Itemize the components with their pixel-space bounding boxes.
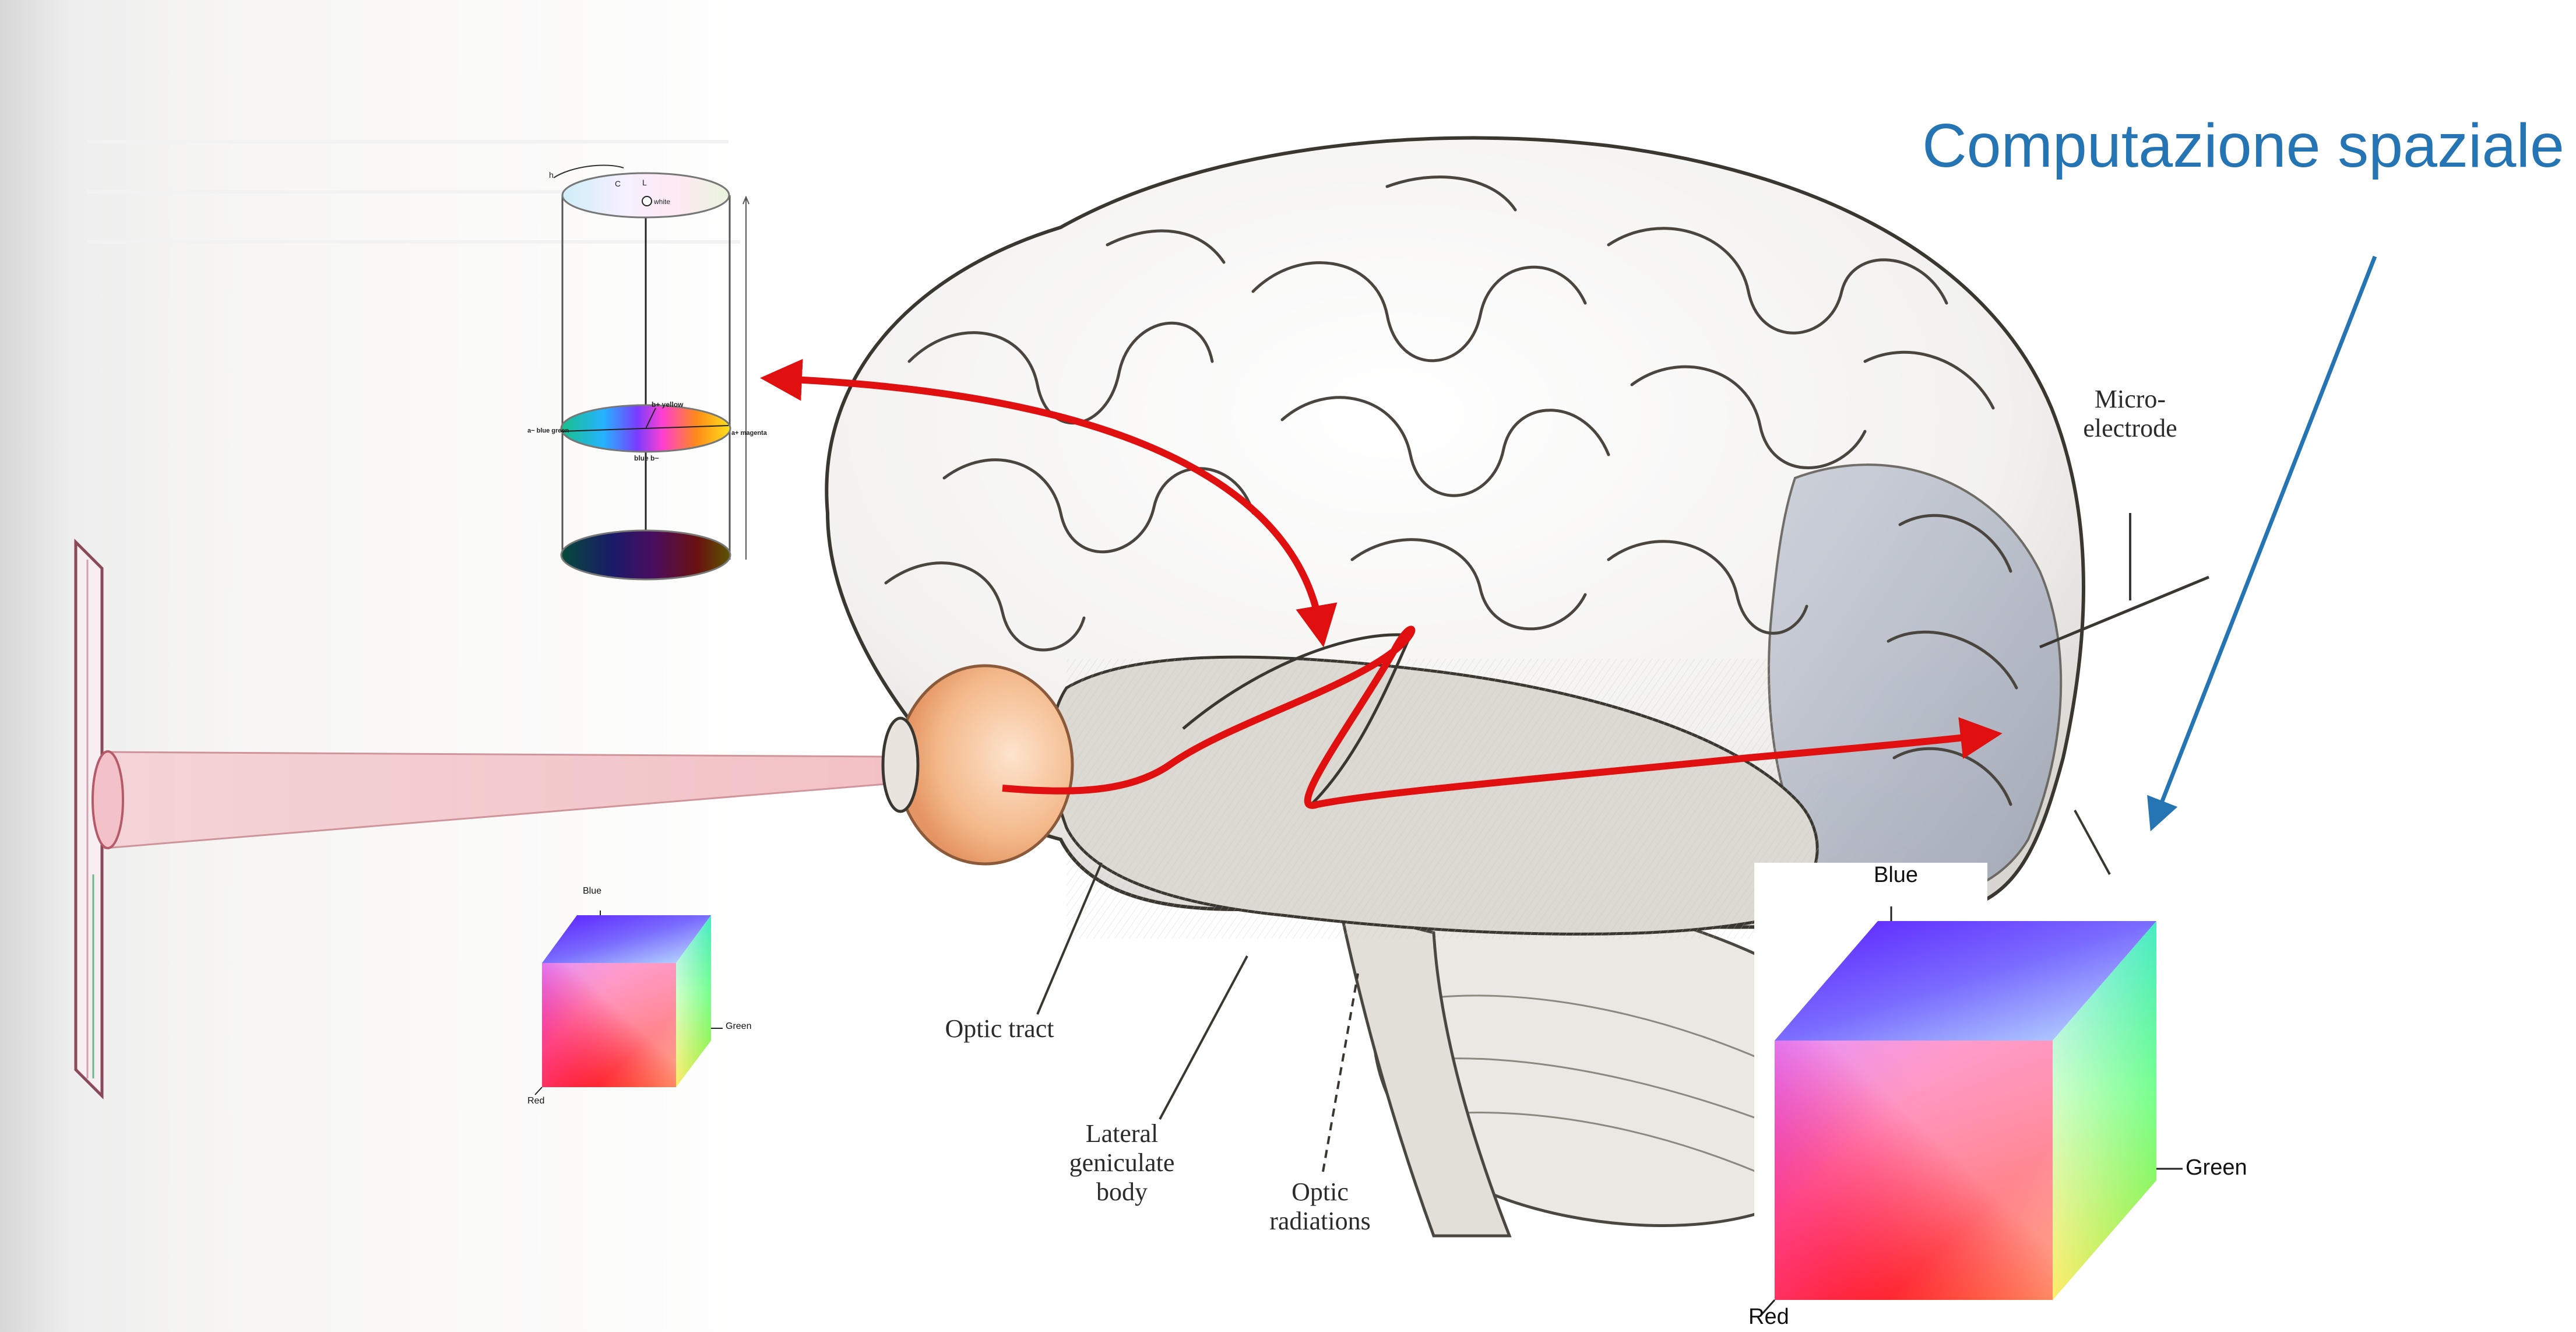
optic-rad-line1: Optic <box>1253 1178 1387 1207</box>
large-cube-label-blue: Blue <box>1874 863 1918 888</box>
large-rgb-cube <box>1754 863 2576 1332</box>
cyl-label-magenta: a+ magenta <box>731 430 768 437</box>
small-cube-label-blue: Blue <box>583 886 601 897</box>
blue-annotation-arrow <box>2156 256 2375 816</box>
small-cube-label-green: Green <box>726 1021 751 1032</box>
optic-rad-line2: radiations <box>1253 1207 1387 1236</box>
small-rgb-cube <box>535 911 723 1095</box>
cyl-label-c: C <box>615 179 621 188</box>
color-cylinder-diagram: h C L white b+ yellow a− blue green a+ m… <box>527 165 768 579</box>
micro-electrode-line1: Micro- <box>2063 385 2197 414</box>
light-beam <box>93 751 886 848</box>
cyl-label-white: white <box>653 198 670 206</box>
micro-electrode-line2: electrode <box>2063 414 2197 443</box>
large-cube-label-green: Green <box>2186 1155 2247 1180</box>
large-cube-label-red: Red <box>1748 1305 1789 1330</box>
cyl-label-blue-green: a− blue green <box>527 427 569 434</box>
micro-electrode-label: Micro- electrode <box>2063 385 2197 443</box>
lateral-geniculate-label: Lateral geniculate body <box>1055 1119 1189 1207</box>
cyl-label-l: L <box>642 178 647 187</box>
cyl-label-h: h <box>549 170 554 180</box>
lateral-line2: geniculate <box>1055 1148 1189 1178</box>
optic-radiations-label: Optic radiations <box>1253 1178 1387 1236</box>
small-cube-label-red: Red <box>527 1096 544 1106</box>
cyl-label-yellow: b+ yellow <box>652 400 684 409</box>
slide-title: Computazione spaziale <box>1906 111 2564 181</box>
lateral-line1: Lateral <box>1055 1119 1189 1148</box>
cyl-label-blue: blue b− <box>634 454 659 462</box>
lateral-line3: body <box>1055 1178 1189 1207</box>
optic-tract-label: Optic tract <box>932 1014 1067 1043</box>
